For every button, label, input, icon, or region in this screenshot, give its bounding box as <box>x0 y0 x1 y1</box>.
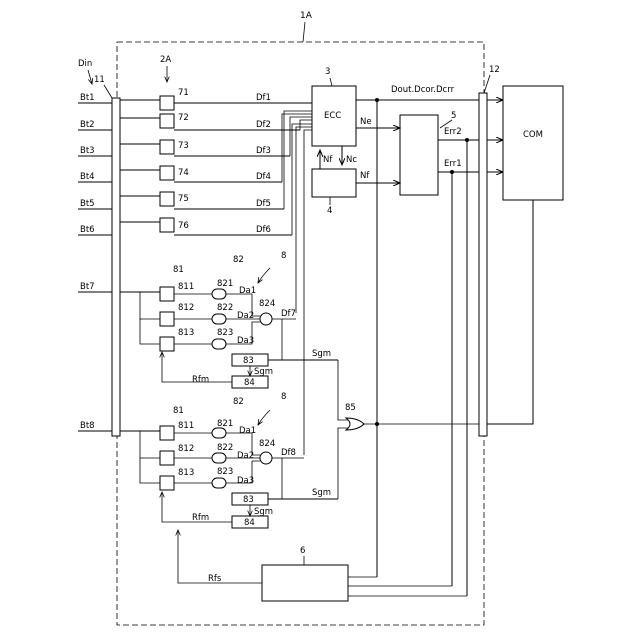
input-bus-11 <box>112 98 120 436</box>
svg-text:Dout.Dcor.Dcrr: Dout.Dcor.Dcrr <box>391 85 455 95</box>
svg-text:Df5: Df5 <box>256 199 271 209</box>
svg-text:Nf: Nf <box>323 155 333 165</box>
svg-text:812: 812 <box>178 303 194 313</box>
din-label: Din <box>78 59 92 69</box>
svg-text:Df4: Df4 <box>256 172 271 182</box>
svg-text:84: 84 <box>244 378 255 388</box>
section-bt7: 81 82 8 811 812 813 821 822 823 Da1 Da2 … <box>120 251 348 420</box>
block-4 <box>312 169 356 197</box>
svg-text:74: 74 <box>178 168 189 178</box>
svg-text:Bt6: Bt6 <box>80 225 95 235</box>
svg-text:Df7: Df7 <box>281 309 296 319</box>
svg-text:Rfm: Rfm <box>192 375 209 385</box>
svg-text:Sgm: Sgm <box>312 349 331 359</box>
svg-text:Bt5: Bt5 <box>80 199 95 209</box>
svg-text:Df3: Df3 <box>256 146 271 156</box>
svg-text:Da2: Da2 <box>237 311 254 321</box>
svg-text:Sgm: Sgm <box>254 507 273 517</box>
svg-text:823: 823 <box>217 467 233 477</box>
svg-text:813: 813 <box>178 468 194 478</box>
svg-text:3: 3 <box>325 67 330 77</box>
svg-text:82: 82 <box>233 397 244 407</box>
svg-text:6: 6 <box>300 546 305 556</box>
svg-text:81: 81 <box>173 265 184 275</box>
svg-text:Err1: Err1 <box>444 159 462 169</box>
svg-text:Nc: Nc <box>346 155 357 165</box>
svg-text:84: 84 <box>244 518 255 528</box>
svg-text:73: 73 <box>178 141 189 151</box>
svg-text:11: 11 <box>94 75 105 85</box>
svg-text:812: 812 <box>178 444 194 454</box>
svg-text:811: 811 <box>178 282 194 292</box>
svg-text:813: 813 <box>178 328 194 338</box>
svg-text:Da3: Da3 <box>237 336 254 346</box>
svg-text:821: 821 <box>217 279 233 289</box>
svg-text:8: 8 <box>281 251 286 261</box>
svg-text:Da2: Da2 <box>237 451 254 461</box>
svg-text:82: 82 <box>233 255 244 265</box>
com-block <box>503 86 563 200</box>
svg-text:Sgm: Sgm <box>312 488 331 498</box>
svg-text:ECC: ECC <box>324 111 341 121</box>
bit-inputs: Bt1 Bt2 Bt3 Bt4 Bt5 Bt6 Bt7 Bt8 <box>78 93 112 431</box>
svg-text:Bt8: Bt8 <box>80 421 95 431</box>
device-label: 1A <box>300 11 313 21</box>
svg-text:75: 75 <box>178 194 189 204</box>
svg-text:823: 823 <box>217 328 233 338</box>
svg-text:Nf: Nf <box>360 171 370 181</box>
svg-text:824: 824 <box>259 299 275 309</box>
svg-text:Bt4: Bt4 <box>80 172 95 182</box>
svg-text:Err2: Err2 <box>444 127 462 137</box>
svg-text:71: 71 <box>178 88 189 98</box>
svg-text:Da1: Da1 <box>239 286 256 296</box>
svg-text:8: 8 <box>281 392 286 402</box>
block-6 <box>262 565 348 601</box>
svg-text:822: 822 <box>217 443 233 453</box>
svg-text:Df8: Df8 <box>281 448 296 458</box>
svg-text:Df2: Df2 <box>256 120 271 130</box>
svg-text:Rfm: Rfm <box>192 513 209 523</box>
block-5 <box>400 115 438 195</box>
svg-text:Da1: Da1 <box>239 426 256 436</box>
svg-text:Sgm: Sgm <box>254 367 273 377</box>
svg-text:83: 83 <box>243 495 254 505</box>
svg-text:Bt1: Bt1 <box>80 93 95 103</box>
svg-text:Rfs: Rfs <box>208 574 222 584</box>
svg-text:Ne: Ne <box>360 117 372 127</box>
section-bt8: 81 82 8 811 812 813 821 822 823 Da1 Da2 … <box>120 392 348 528</box>
svg-text:72: 72 <box>178 113 189 123</box>
svg-text:Bt7: Bt7 <box>80 282 95 292</box>
svg-text:5: 5 <box>451 111 456 121</box>
svg-text:76: 76 <box>178 221 189 231</box>
svg-text:Bt3: Bt3 <box>80 146 95 156</box>
svg-text:824: 824 <box>259 439 275 449</box>
svg-text:4: 4 <box>327 206 332 216</box>
svg-text:Da3: Da3 <box>237 476 254 486</box>
svg-text:81: 81 <box>173 406 184 416</box>
svg-text:COM: COM <box>523 130 543 140</box>
svg-text:822: 822 <box>217 303 233 313</box>
svg-text:811: 811 <box>178 421 194 431</box>
svg-text:12: 12 <box>489 65 500 75</box>
svg-text:Df6: Df6 <box>256 225 271 235</box>
svg-text:83: 83 <box>243 356 254 366</box>
svg-text:821: 821 <box>217 419 233 429</box>
output-bus-12 <box>479 93 487 436</box>
svg-text:Bt2: Bt2 <box>80 120 95 130</box>
svg-text:Df1: Df1 <box>256 93 271 103</box>
group-2a-label: 2A <box>160 55 171 65</box>
or-gate-85: 85 <box>345 403 479 430</box>
svg-text:85: 85 <box>345 403 356 413</box>
